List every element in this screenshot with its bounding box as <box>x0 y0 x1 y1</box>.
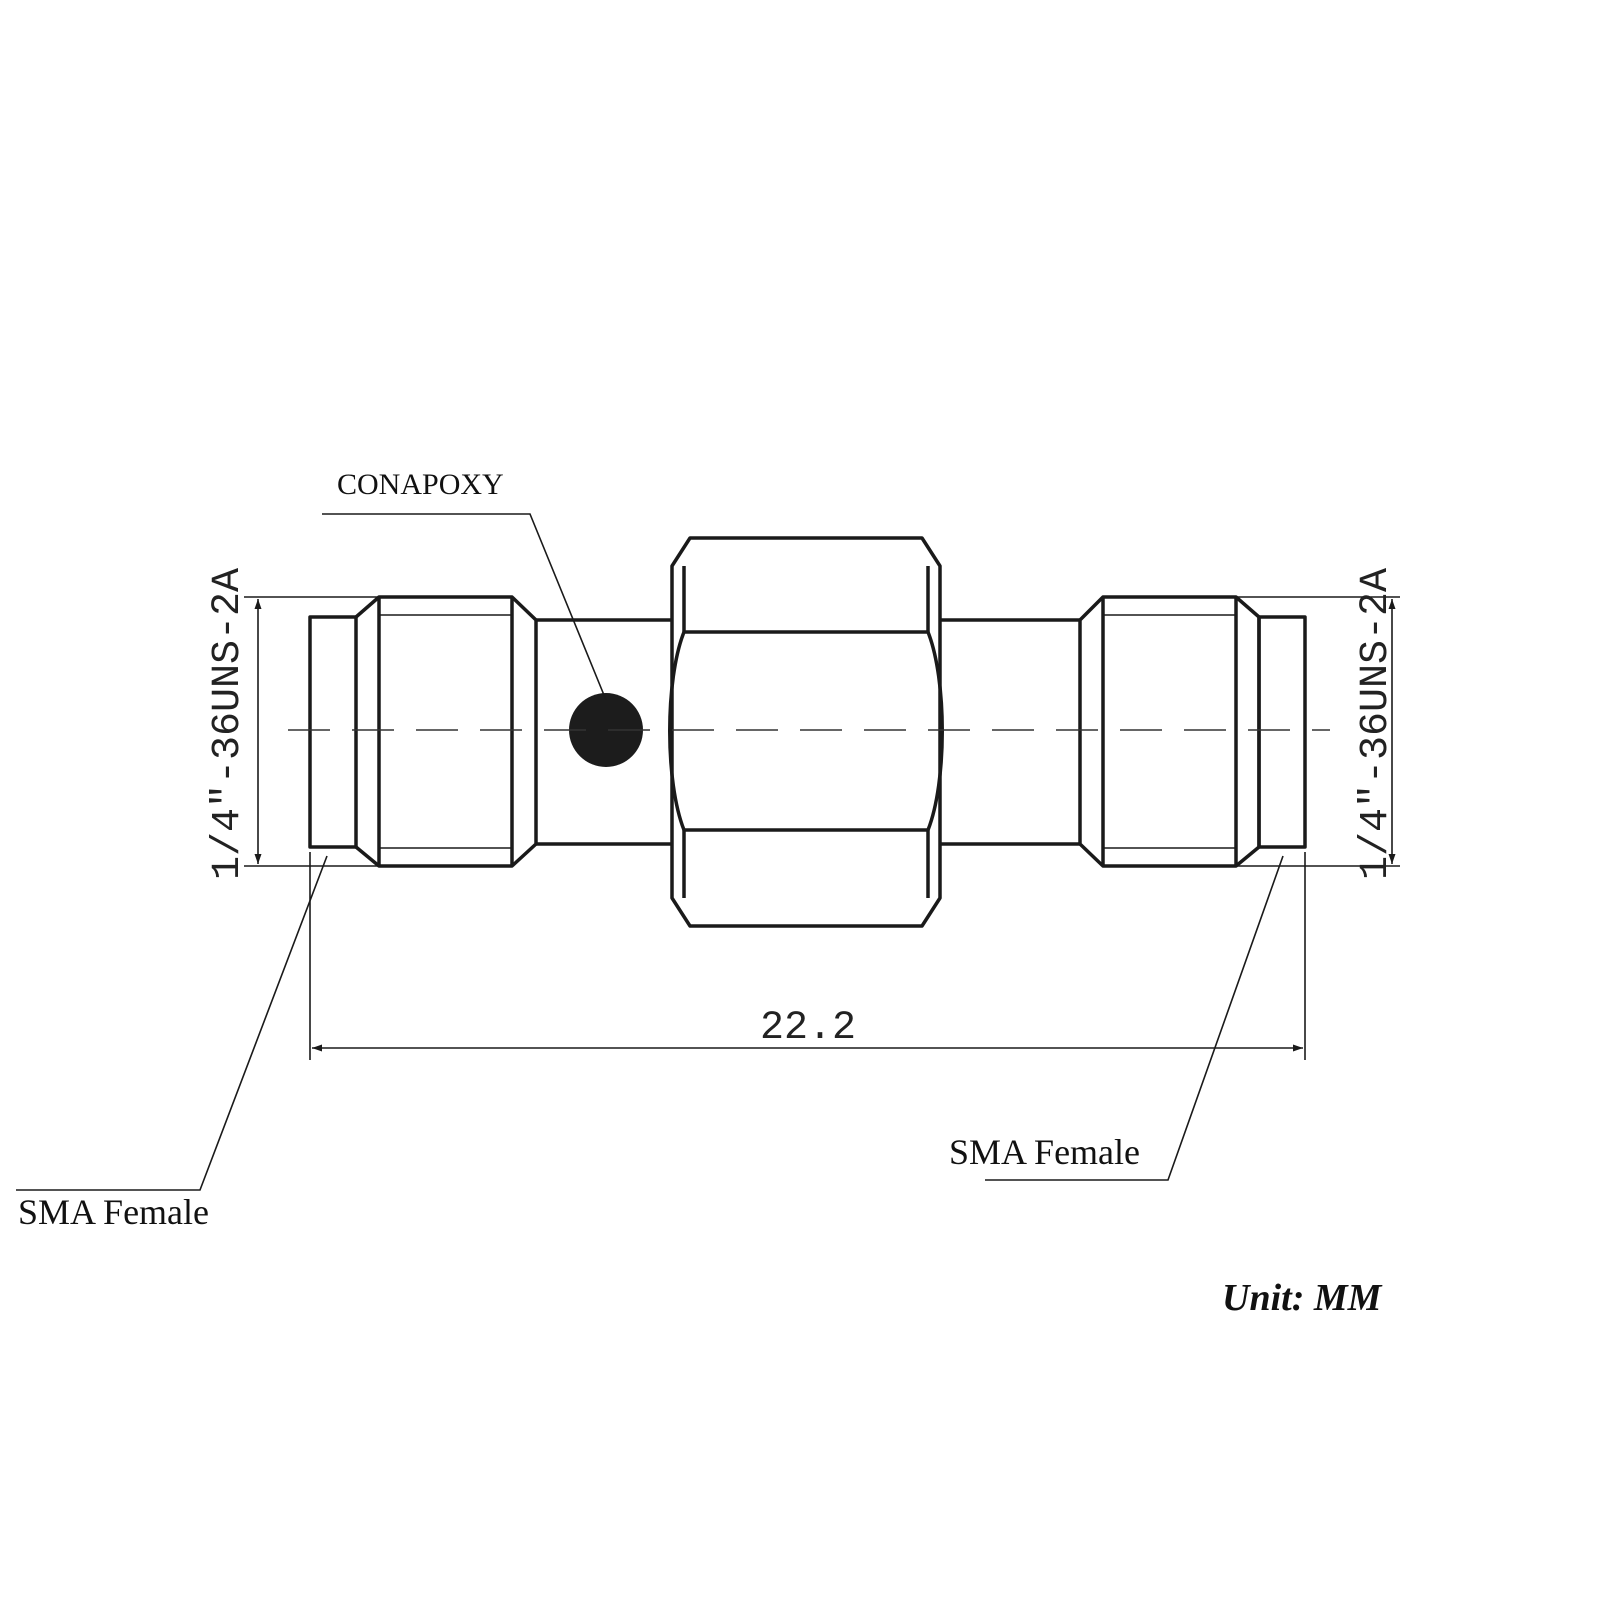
length-label: 22.2 <box>760 1006 856 1051</box>
left-sma-body <box>308 595 538 868</box>
left-connector-leader <box>16 855 328 1191</box>
left-thread-dimension <box>244 596 379 867</box>
epoxy-leader <box>322 513 607 701</box>
epoxy-label: CONAPOXY <box>337 468 504 501</box>
right-thread-label: 1/4"-36UNS-2A <box>1354 568 1399 880</box>
left-thread-label: 1/4"-36UNS-2A <box>206 568 251 880</box>
right-neck <box>940 618 1080 846</box>
length-dimension <box>309 852 1306 1060</box>
hex-nut <box>668 536 944 928</box>
right-sma-body <box>1078 595 1307 868</box>
epoxy-dot <box>569 693 643 767</box>
left-connector-label: SMA Female <box>18 1192 209 1232</box>
right-connector-leader <box>985 855 1284 1181</box>
right-thread-dimension <box>1236 596 1400 867</box>
left-neck <box>536 618 672 846</box>
right-connector-label: SMA Female <box>949 1132 1140 1172</box>
unit-label: Unit: MM <box>1222 1277 1383 1319</box>
